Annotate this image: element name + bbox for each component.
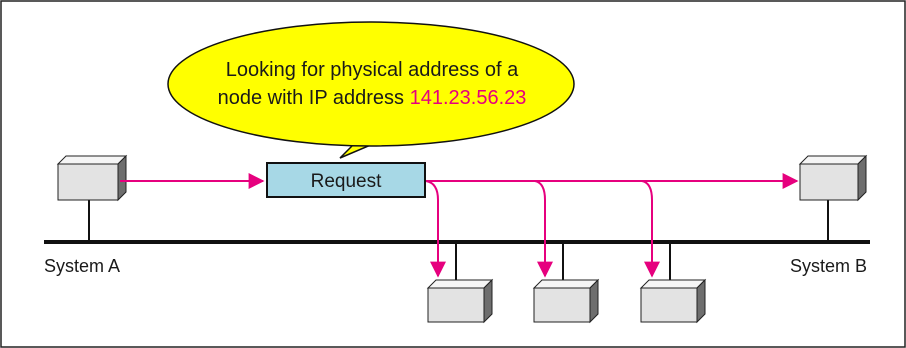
arrow-broadcast-host-3 <box>641 180 660 278</box>
speech-bubble-tail-joint <box>360 138 394 144</box>
system-b-box <box>798 154 868 202</box>
bubble-text-prefix: node with IP address <box>218 87 410 109</box>
ip-address-text: 141.23.56.23 <box>410 87 527 109</box>
bubble-text-line-1: Looking for physical address of a <box>226 59 519 81</box>
host-1-box <box>426 278 494 324</box>
arrow-broadcast-host-2 <box>534 180 553 278</box>
host-3-box <box>639 278 707 324</box>
request-packet-label: Request <box>311 171 382 192</box>
system-a-label: System A <box>44 256 120 276</box>
bubble-text-line-2: node with IP address 141.23.56.23 <box>218 87 527 109</box>
arrow-broadcast-host-1 <box>425 180 446 278</box>
host-2-box <box>532 278 600 324</box>
speech-bubble <box>167 21 575 147</box>
system-a-box <box>56 154 128 202</box>
system-b-label: System B <box>790 256 867 276</box>
request-packet <box>266 162 426 198</box>
